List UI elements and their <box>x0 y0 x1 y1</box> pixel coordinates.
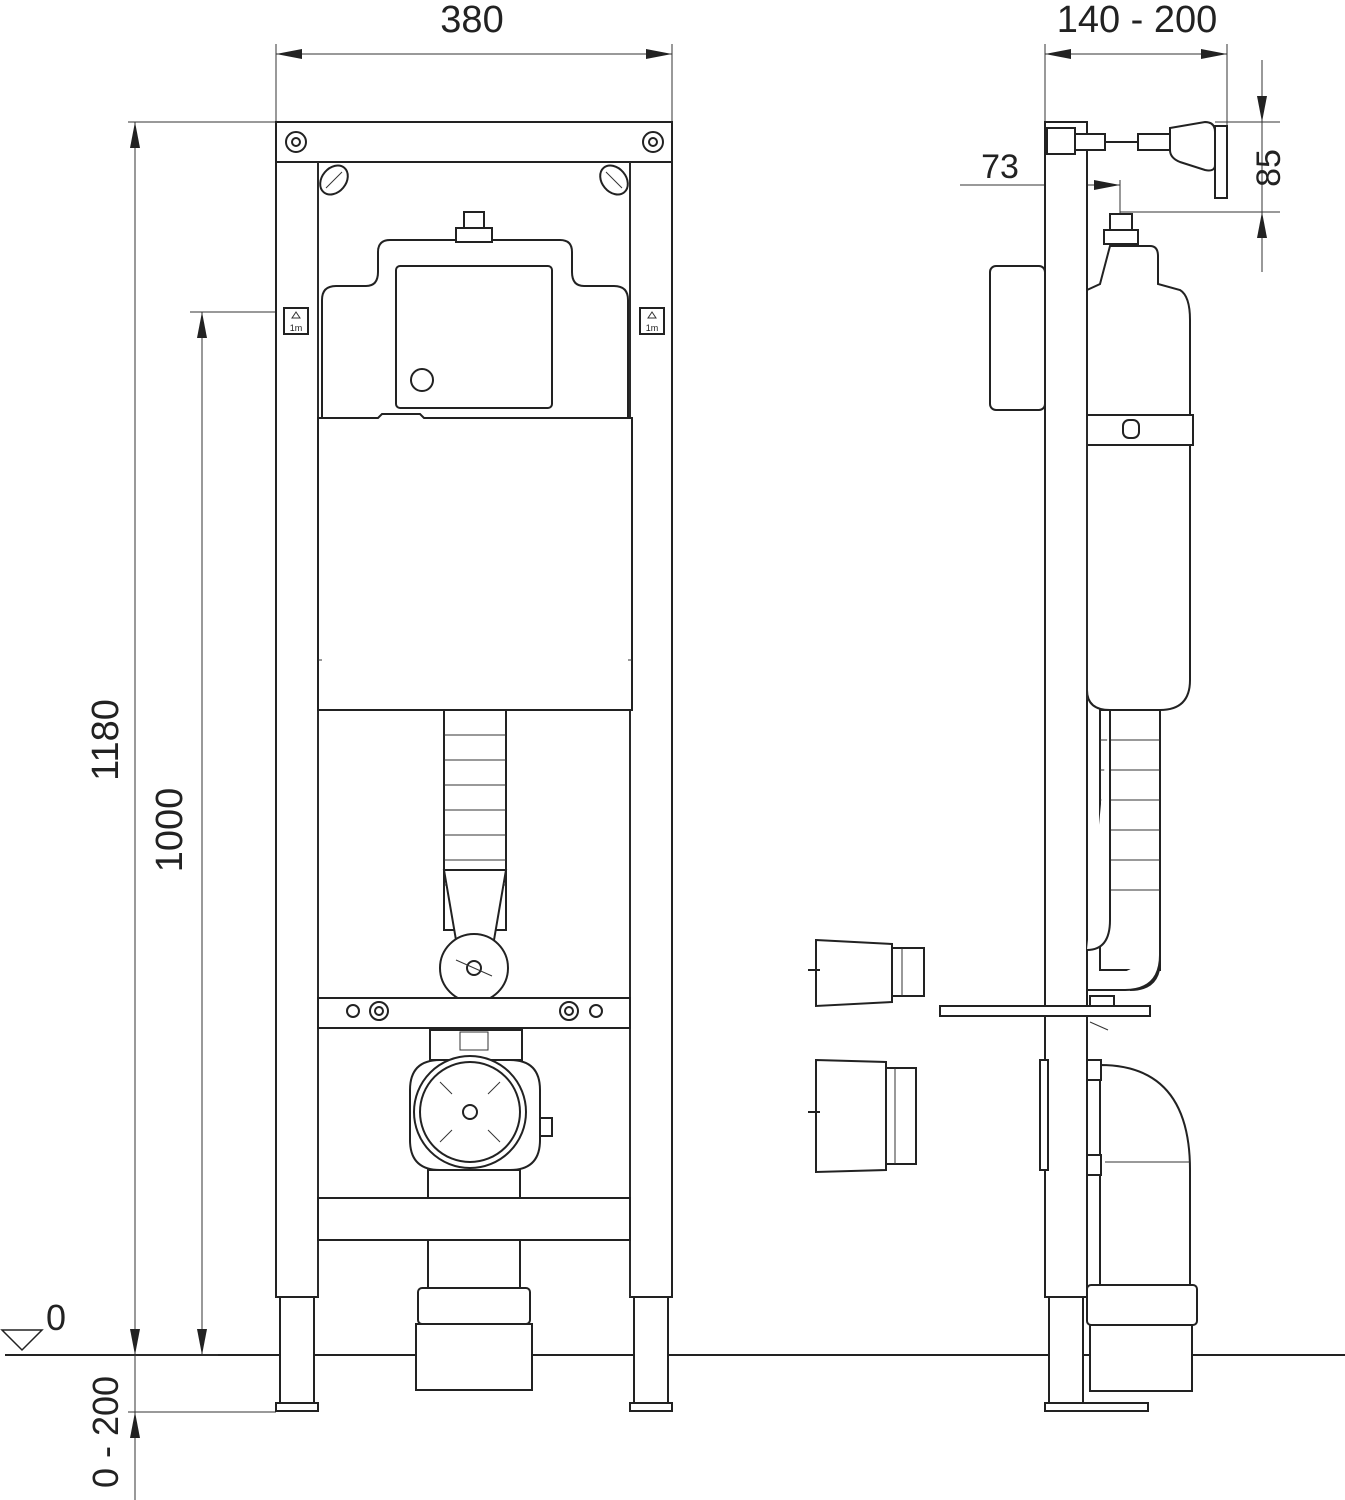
connector-parts <box>808 938 925 1174</box>
frame-left-post <box>275 161 319 1298</box>
dimension-label-1000: 1000 <box>149 788 191 873</box>
bolt-icon <box>642 131 664 153</box>
frame-crossbar <box>317 997 631 1029</box>
marker-1m-right <box>639 307 665 335</box>
service-opening <box>395 265 553 409</box>
foot-left <box>279 1296 315 1406</box>
frame-top-bar <box>275 121 673 163</box>
wall-bracket <box>1214 125 1228 199</box>
drain-elbow <box>413 1055 527 1169</box>
cistern-body <box>317 413 633 711</box>
side-view <box>939 120 1228 1412</box>
marker-1m-right-label: 1m <box>646 323 659 333</box>
side-post <box>1044 121 1088 1298</box>
marker-1m-left <box>283 307 309 335</box>
frame-lower-crossbar <box>317 1197 631 1241</box>
drain-socket <box>415 1323 533 1391</box>
dimension-73: 73 <box>960 148 1121 215</box>
marker-1m-left-label: 1m <box>290 323 303 333</box>
flush-plate <box>989 265 1046 411</box>
drain-socket-side <box>1089 1324 1193 1392</box>
level-triangle-icon <box>0 1329 44 1352</box>
dimension-label-380: 380 <box>440 0 503 41</box>
dimension-depth: 140 - 200 <box>1044 0 1228 130</box>
bolt-icon <box>285 131 307 153</box>
dimension-label-85: 85 <box>1250 149 1288 187</box>
dimension-label-140-200: 140 - 200 <box>1057 0 1218 41</box>
drain-elbow-side <box>1099 1063 1191 1286</box>
dimension-1180: 1180 <box>85 121 276 1355</box>
dimension-label-1180: 1180 <box>85 699 127 781</box>
dimension-85: 85 <box>1120 60 1288 272</box>
dimension-label-73: 73 <box>981 148 1019 186</box>
floor-zero-label: 0 <box>46 1297 66 1338</box>
connector-large <box>815 1058 887 1174</box>
dimension-1000: 1000 <box>149 311 290 1355</box>
foot-right <box>633 1296 669 1406</box>
dimension-label-0-200: 0 - 200 <box>85 1376 126 1488</box>
cistern-side <box>1086 245 1191 711</box>
connector-small <box>815 938 893 1008</box>
front-view: 1m 1m <box>275 121 673 1412</box>
dimension-frame-width: 380 <box>275 0 673 122</box>
